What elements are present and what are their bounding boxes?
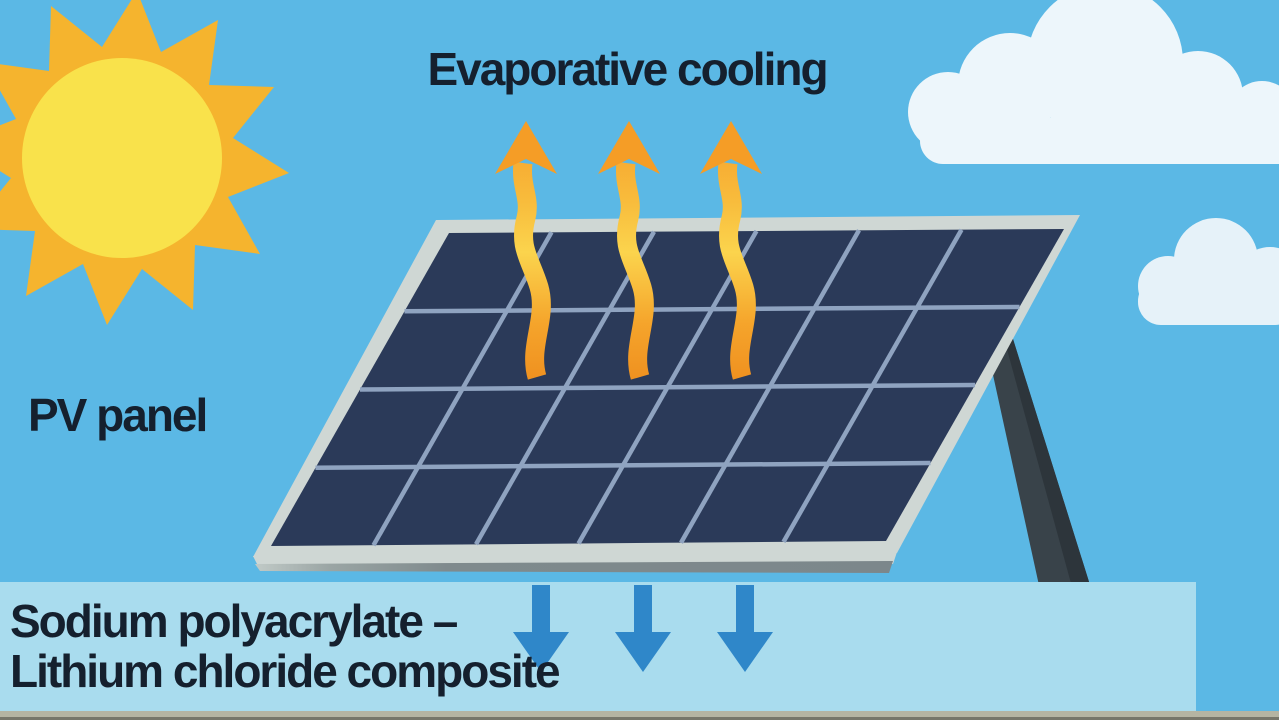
pv-panel-label: PV panel (28, 389, 208, 441)
composite-layer-band (0, 582, 1196, 720)
composite-label: Sodium polyacrylate –Lithium chloride co… (10, 595, 561, 697)
sun-icon (0, 0, 289, 325)
composite-label-line2: Lithium chloride composite (10, 645, 561, 697)
panel-cell-grid (315, 228, 1020, 547)
cloud-icon-small (1138, 218, 1279, 325)
sun-core (22, 58, 222, 258)
evaporative-cooling-label: Evaporative cooling (427, 43, 828, 95)
solar-panel (253, 215, 1080, 573)
cloud-icon-large (908, 0, 1279, 164)
ground-line-shadow (0, 717, 1279, 720)
support-leg-icon (988, 339, 1090, 590)
panel-frame-under-shadow (255, 561, 893, 573)
ground-line (0, 711, 1279, 717)
composite-label-line1: Sodium polyacrylate – (10, 595, 458, 647)
